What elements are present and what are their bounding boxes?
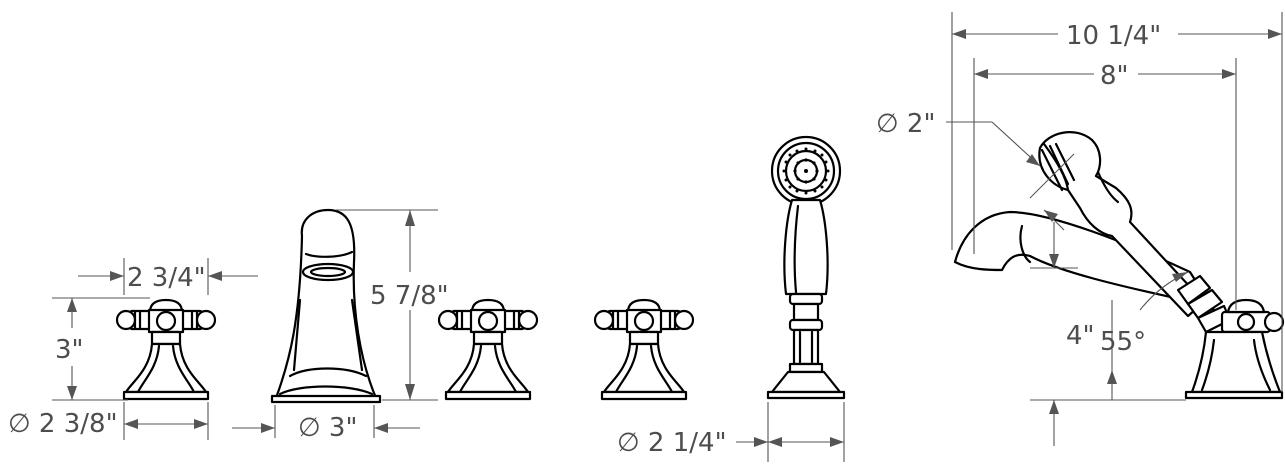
hand-shower-front bbox=[766, 135, 846, 400]
spout-height-dimension: 5 7/8" bbox=[336, 209, 449, 401]
handle-base-diameter-label: ∅ 2 3/8" bbox=[8, 409, 118, 439]
shower-head-diameter-label: ∅ 2" bbox=[876, 109, 935, 139]
side-view bbox=[953, 131, 1285, 400]
angle-label: 55° bbox=[1100, 327, 1146, 357]
handshower-base-diameter-dimension: ∅ 2 1/4" bbox=[617, 402, 845, 462]
left-handle-valve bbox=[115, 298, 217, 401]
overall-reach-label: 10 1/4" bbox=[1066, 21, 1161, 51]
overall-reach-dimension: 10 1/4" bbox=[951, 12, 1283, 392]
spout bbox=[270, 208, 382, 404]
spout-base-diameter-dimension: ∅ 3" bbox=[232, 405, 420, 443]
center-handle-valve bbox=[437, 298, 539, 401]
right-handle-valve bbox=[593, 298, 695, 401]
hose-reach-label: 8" bbox=[1100, 61, 1129, 91]
shower-head-diameter-dimension: ∅ 2" bbox=[876, 109, 1075, 231]
hose-reach-dimension: 8" bbox=[973, 58, 1237, 310]
handshower-base-diameter-label: ∅ 2 1/4" bbox=[617, 428, 727, 458]
handle-height-dimension: 3" bbox=[52, 297, 150, 401]
handle-width-dimension: 2 3/4" bbox=[78, 258, 258, 295]
spout-height-label: 5 7/8" bbox=[370, 281, 449, 311]
handle-height-label: 3" bbox=[55, 335, 84, 365]
spout-base-diameter-label: ∅ 3" bbox=[298, 413, 357, 443]
handle-base-diameter-dimension: ∅ 2 3/8" bbox=[8, 402, 209, 440]
side-height-dimension: 4" bbox=[1030, 222, 1186, 446]
spray-nozzles bbox=[782, 147, 830, 195]
handle-width-label: 2 3/4" bbox=[127, 263, 206, 293]
angle-dimension: 55° bbox=[1100, 271, 1189, 400]
side-height-label: 4" bbox=[1066, 321, 1095, 351]
